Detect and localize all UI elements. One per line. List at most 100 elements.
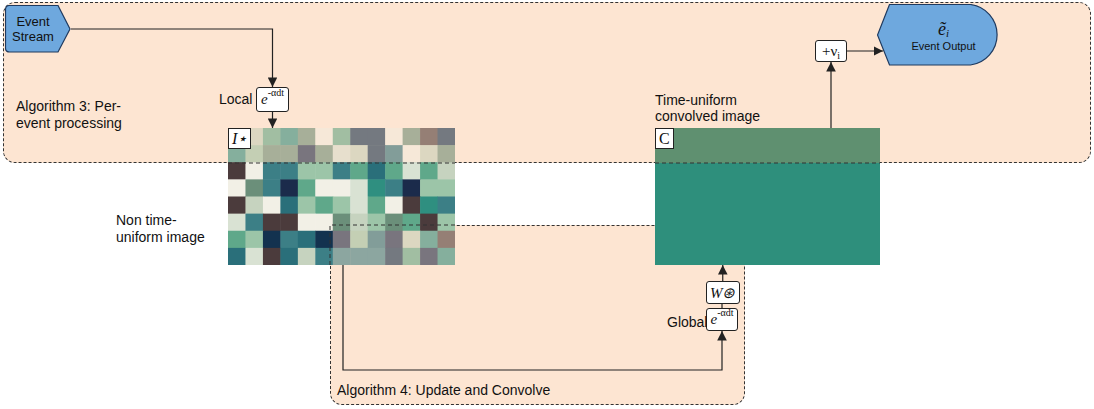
pixel bbox=[315, 248, 333, 265]
pixel bbox=[403, 128, 421, 146]
pixel bbox=[263, 197, 281, 215]
convolved-image: CTime-uniform convolved image bbox=[655, 128, 880, 265]
pixel bbox=[280, 162, 298, 180]
pixel bbox=[263, 231, 281, 249]
pixel bbox=[245, 162, 263, 180]
scope-label: Local bbox=[219, 91, 252, 107]
pixel bbox=[245, 179, 263, 197]
node-label: Event Stream bbox=[9, 14, 57, 44]
pixel bbox=[298, 145, 316, 163]
pixel bbox=[438, 128, 455, 146]
pixel bbox=[228, 162, 246, 180]
pixel bbox=[403, 145, 421, 163]
pixel bbox=[403, 231, 421, 249]
input-terminal: Event Stream bbox=[5, 5, 71, 53]
pixel bbox=[350, 145, 368, 163]
node-label: e bbox=[261, 91, 268, 108]
node-label: Algorithm 4: Update and Convolve bbox=[337, 382, 550, 398]
pixel bbox=[368, 179, 386, 197]
pixel bbox=[280, 128, 298, 146]
flow-connector bbox=[272, 112, 273, 128]
node-annotation: i bbox=[837, 50, 840, 61]
pixel bbox=[315, 231, 333, 249]
pixel bbox=[368, 162, 386, 180]
output-terminal: ẽiEvent Output bbox=[877, 4, 1002, 66]
node-label: ẽ bbox=[938, 19, 946, 40]
flow-connector bbox=[847, 50, 883, 51]
pixel bbox=[368, 197, 386, 215]
node-label: e bbox=[710, 311, 717, 328]
pixel bbox=[333, 248, 351, 265]
pixel bbox=[228, 197, 246, 215]
pixel bbox=[245, 214, 263, 232]
convolve-box: W⊛ bbox=[706, 281, 740, 304]
pixel bbox=[280, 179, 298, 197]
flow-connector bbox=[721, 304, 722, 308]
pixel bbox=[385, 145, 403, 163]
pixel bbox=[420, 248, 438, 265]
pixel bbox=[315, 179, 333, 197]
pixel bbox=[403, 197, 421, 215]
pixel bbox=[420, 128, 438, 146]
pixel bbox=[368, 214, 386, 232]
pixel bbox=[368, 248, 386, 265]
image-pixels bbox=[228, 128, 455, 265]
pixel bbox=[298, 248, 316, 265]
noise-box: +νi bbox=[815, 40, 847, 62]
node-annotation: Event Output bbox=[891, 40, 996, 52]
pixel bbox=[333, 162, 351, 180]
pixel bbox=[315, 128, 333, 146]
node-annotation: i bbox=[946, 27, 949, 39]
pixel bbox=[350, 197, 368, 215]
pixel bbox=[228, 179, 246, 197]
pixel bbox=[298, 162, 316, 180]
pixel bbox=[263, 248, 281, 265]
pixel bbox=[228, 214, 246, 232]
node-label: +ν bbox=[822, 43, 837, 60]
pixel bbox=[350, 162, 368, 180]
pixel bbox=[263, 145, 281, 163]
image-fill bbox=[655, 128, 880, 163]
pixel bbox=[245, 248, 263, 265]
pixel bbox=[315, 197, 333, 215]
pixel bbox=[228, 231, 246, 249]
pixel bbox=[333, 128, 351, 146]
flow-connector bbox=[71, 29, 273, 87]
pixel bbox=[298, 197, 316, 215]
pixel bbox=[298, 128, 316, 146]
pixel bbox=[263, 128, 281, 146]
pixel bbox=[420, 197, 438, 215]
pixel bbox=[298, 231, 316, 249]
node-annotation: -αdt bbox=[268, 87, 284, 98]
pixel bbox=[403, 179, 421, 197]
pixel bbox=[385, 162, 403, 180]
pixel bbox=[385, 128, 403, 146]
pixel bbox=[333, 214, 351, 232]
node-annotation: -αdt bbox=[717, 307, 733, 318]
pixel bbox=[350, 128, 368, 146]
region-border bbox=[655, 163, 880, 164]
pixel bbox=[438, 179, 455, 197]
pixel bbox=[438, 197, 455, 215]
node-label: W⊛ bbox=[710, 284, 736, 302]
pixel bbox=[368, 128, 386, 146]
pixel bbox=[420, 145, 438, 163]
pixel bbox=[420, 231, 438, 249]
pixel bbox=[228, 248, 246, 265]
pixel bbox=[263, 214, 281, 232]
pixel bbox=[420, 214, 438, 232]
pixel bbox=[385, 197, 403, 215]
pixel bbox=[403, 248, 421, 265]
pixel bbox=[438, 145, 455, 163]
node-label: Algorithm 3: Per-event processing bbox=[16, 98, 126, 132]
decay-box: e-αdt bbox=[256, 87, 289, 112]
image-fill bbox=[655, 163, 880, 265]
pixel bbox=[385, 179, 403, 197]
pixel bbox=[280, 248, 298, 265]
node-label: C bbox=[655, 128, 674, 149]
pixel bbox=[263, 179, 281, 197]
pixel bbox=[350, 179, 368, 197]
pixel bbox=[315, 214, 333, 232]
